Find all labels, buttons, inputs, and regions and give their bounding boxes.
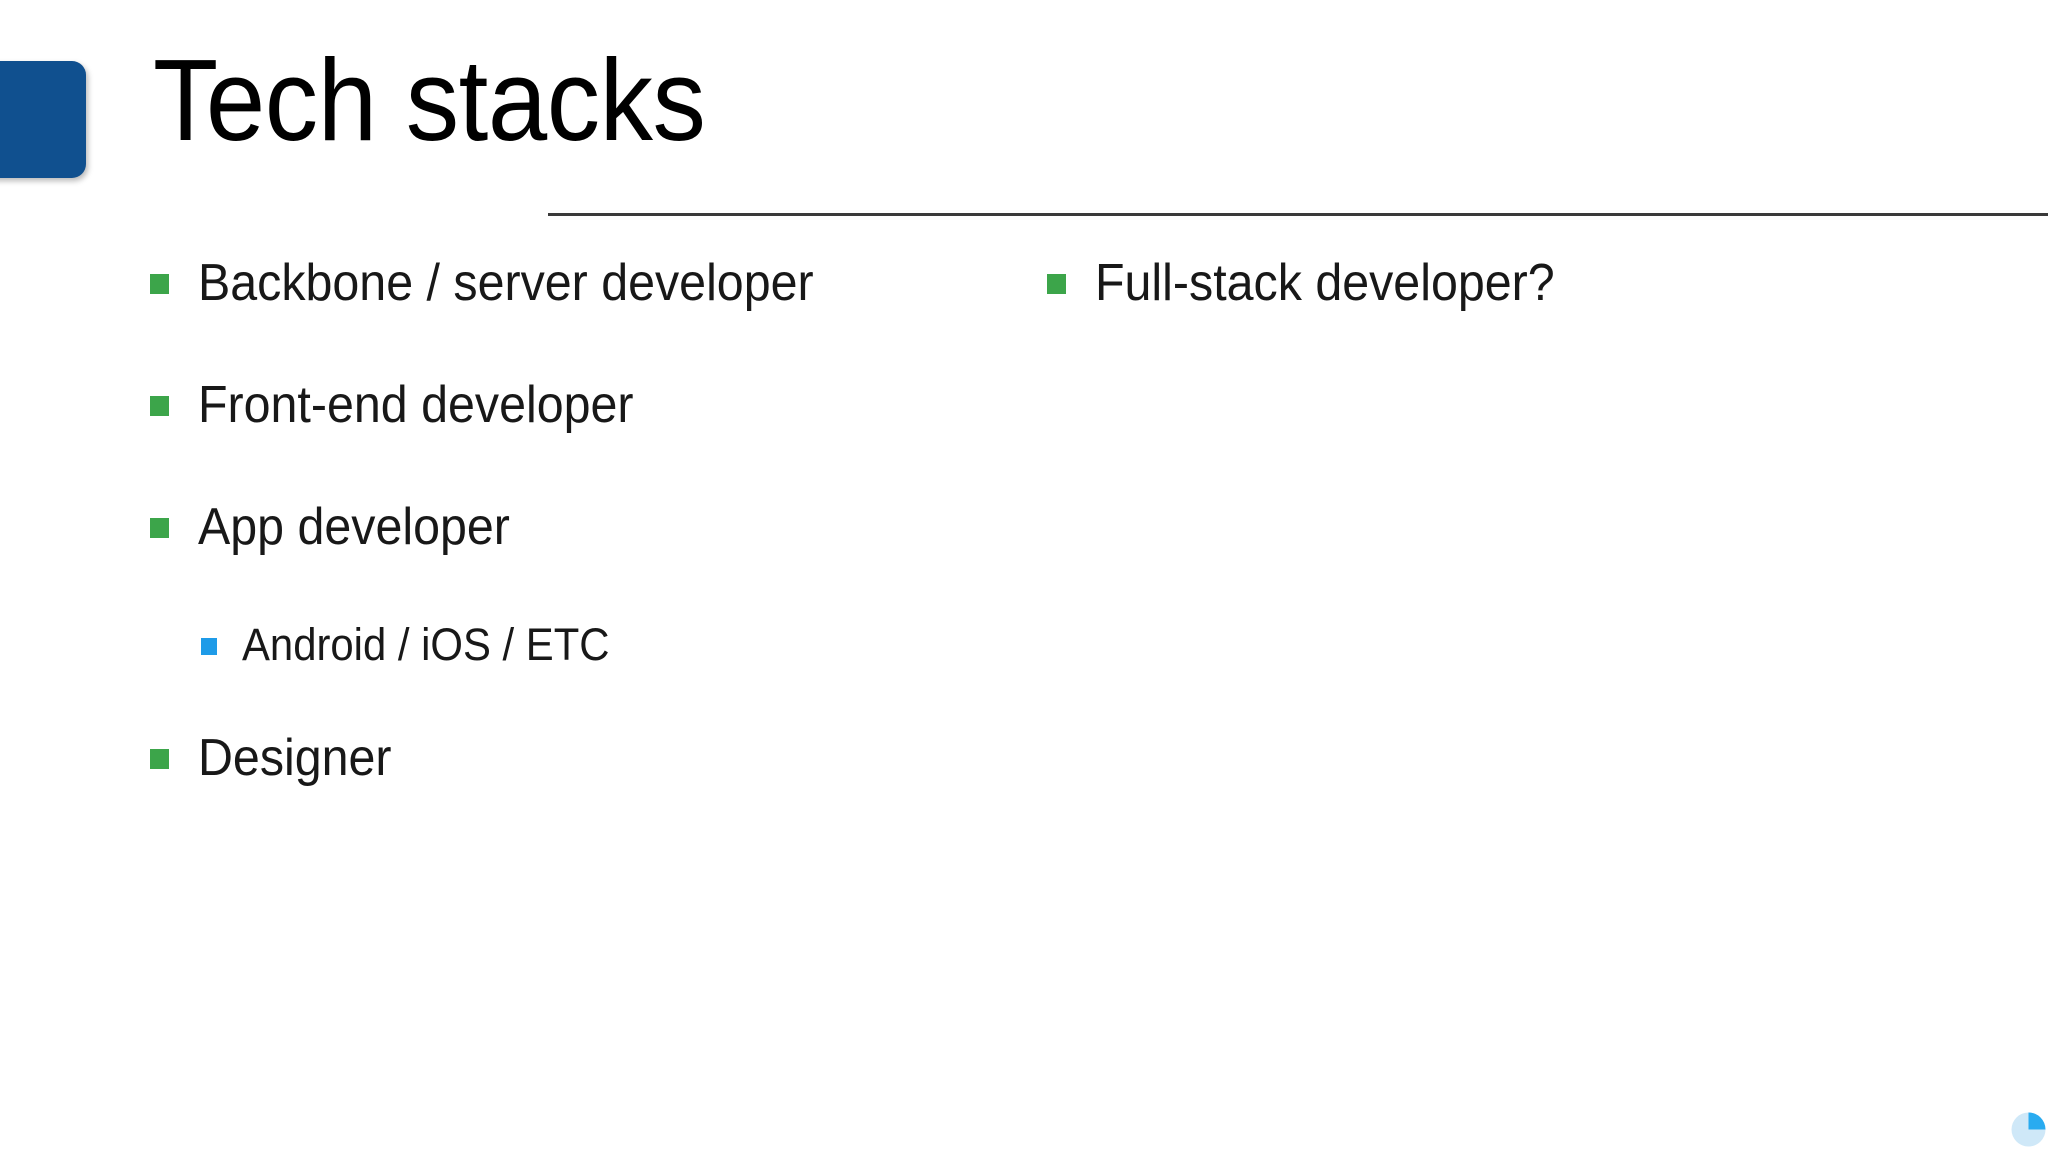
right-content-column: Full-stack developer?	[1047, 252, 1947, 374]
list-item[interactable]: Full-stack developer?	[1047, 252, 1947, 314]
list-item[interactable]: Designer	[150, 727, 1030, 789]
slide-title: Tech stacks	[153, 35, 706, 165]
list-item-label: Designer	[198, 729, 392, 787]
list-item-label: Backbone / server developer	[198, 254, 814, 312]
title-divider-rule	[548, 213, 2048, 216]
blue-square-bullet-icon	[201, 638, 217, 655]
green-square-bullet-icon	[150, 749, 169, 769]
green-square-bullet-icon	[150, 518, 169, 538]
list-item[interactable]: Backbone / server developer	[150, 252, 1030, 314]
green-square-bullet-icon	[150, 396, 169, 416]
list-item-sub[interactable]: Android / iOS / ETC	[150, 618, 1030, 672]
list-item-label: Front-end developer	[198, 376, 634, 434]
pie-chart-logo-icon	[2011, 1112, 2046, 1147]
left-content-column: Backbone / server developer Front-end de…	[150, 252, 1030, 849]
list-item[interactable]: Front-end developer	[150, 374, 1030, 436]
list-item[interactable]: App developer	[150, 496, 1030, 558]
title-accent-shape	[0, 61, 86, 178]
green-square-bullet-icon	[1047, 274, 1066, 294]
list-item-label: Full-stack developer?	[1095, 254, 1555, 312]
list-item-label: App developer	[198, 498, 510, 556]
list-item-sub-label: Android / iOS / ETC	[242, 619, 610, 670]
green-square-bullet-icon	[150, 274, 169, 294]
